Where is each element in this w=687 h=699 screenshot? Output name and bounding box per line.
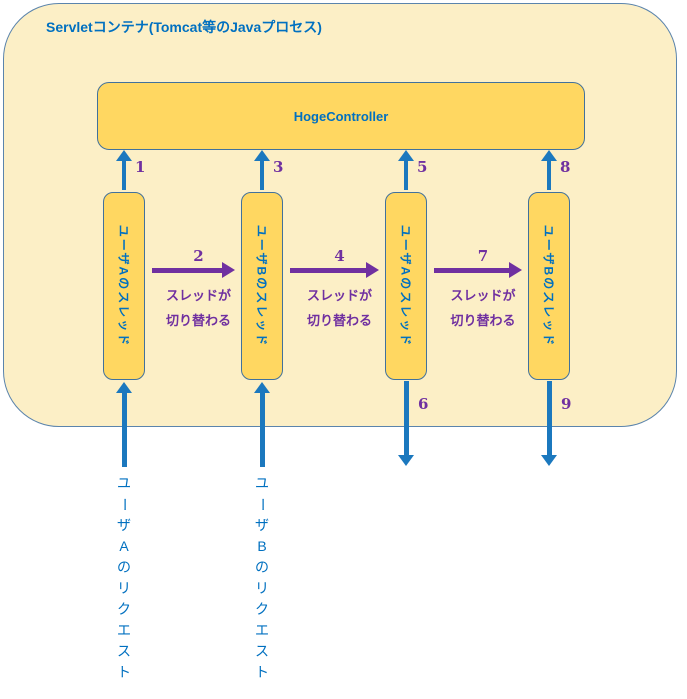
up-arrow-8-head xyxy=(541,150,557,161)
step-number-6: 6 xyxy=(418,395,429,413)
thread-switch-label-line: スレッドが xyxy=(450,288,516,303)
thread-switch-arrow-shaft xyxy=(434,267,510,273)
step-number-9: 9 xyxy=(561,395,572,413)
up-arrow-1-shaft xyxy=(122,159,126,190)
request-arrow-in-1-head xyxy=(116,382,132,393)
response-arrow-out-6 xyxy=(398,381,414,466)
request-label-char: エ xyxy=(117,622,131,638)
request-label-char: の xyxy=(117,559,131,575)
up-arrow-5 xyxy=(398,150,414,190)
hoge-controller-label: HogeController xyxy=(293,108,389,124)
thread-switch-arrow-shaft xyxy=(152,267,223,273)
thread-switch-arrow-head xyxy=(366,262,379,278)
thread-box-label: ユーザBのスレッド xyxy=(541,224,556,348)
thread-switch-arrow-head xyxy=(509,262,522,278)
hoge-controller-box: HogeController xyxy=(97,82,585,150)
request-label-char: ユ xyxy=(255,475,269,491)
thread-switch-label-line: スレッドが xyxy=(306,288,373,303)
up-arrow-8-shaft xyxy=(547,159,551,190)
up-arrow-5-head xyxy=(398,150,414,161)
thread-switch-label: スレッドが切り替わる xyxy=(307,283,372,333)
response-arrow-out-6-head xyxy=(398,455,414,466)
step-number-3: 3 xyxy=(273,158,284,176)
request-label-char: ク xyxy=(117,601,131,617)
up-arrow-3-shaft xyxy=(260,159,264,190)
response-arrow-out-9-shaft xyxy=(546,381,552,457)
request-label-char: ス xyxy=(255,643,269,659)
request-label-char: エ xyxy=(255,622,269,638)
thread-switch-arrow-2 xyxy=(152,262,235,278)
thread-switch-label: スレッドが切り替わる xyxy=(166,283,231,333)
up-arrow-5-shaft xyxy=(404,159,408,190)
request-arrow-in-2-head xyxy=(254,382,270,393)
request-label-char: ー xyxy=(254,497,271,512)
thread-box-label: ユーザAのスレッド xyxy=(398,224,413,348)
thread-box-2: ユーザBのスレッド xyxy=(241,192,283,380)
request-label-char: ク xyxy=(255,601,269,617)
request-label-char: ザ xyxy=(117,517,131,533)
request-label-char: ー xyxy=(116,497,133,512)
thread-box-label: ユーザAのスレッド xyxy=(116,224,131,348)
request-label-char: ト xyxy=(117,664,131,680)
step-number-4: 4 xyxy=(334,247,345,265)
request-label-char: ト xyxy=(255,664,269,680)
step-number-7: 7 xyxy=(477,247,489,265)
thread-switch-label: スレッドが切り替わる xyxy=(450,283,515,333)
thread-box-1: ユーザAのスレッド xyxy=(103,192,145,380)
response-arrow-out-9 xyxy=(541,381,557,466)
request-label-char: リ xyxy=(117,580,131,596)
response-arrow-out-6-shaft xyxy=(403,381,409,457)
request-label-char: の xyxy=(255,559,269,575)
thread-switch-arrow-head xyxy=(222,262,235,278)
thread-switch-label-line: スレッドが xyxy=(165,288,232,303)
request-label-char: A xyxy=(119,538,129,554)
up-arrow-1-head xyxy=(116,150,132,161)
request-arrow-in-1-shaft xyxy=(121,391,127,467)
request-arrow-in-2 xyxy=(254,382,270,467)
request-label-char: リ xyxy=(255,580,269,596)
thread-box-label: ユーザBのスレッド xyxy=(254,224,269,348)
thread-switch-arrow-shaft xyxy=(290,267,367,273)
thread-switch-arrow-7 xyxy=(434,262,522,278)
request-arrow-in-1 xyxy=(116,382,132,467)
response-arrow-out-9-head xyxy=(541,455,557,466)
request-label-char: ユ xyxy=(117,475,131,491)
step-number-8: 8 xyxy=(560,158,571,176)
thread-switch-label-line: 切り替わる xyxy=(450,313,516,328)
thread-switch-arrow-4 xyxy=(290,262,379,278)
up-arrow-1 xyxy=(116,150,132,190)
step-number-2: 2 xyxy=(193,247,204,265)
step-number-5: 5 xyxy=(417,158,428,176)
request-label-char: ス xyxy=(117,643,131,659)
request-label-char: B xyxy=(257,538,267,554)
step-number-1: 1 xyxy=(135,158,146,176)
servlet-container-title: Servletコンテナ(Tomcat等のJavaプロセス) xyxy=(46,19,322,35)
up-arrow-3-head xyxy=(254,150,270,161)
thread-switch-label-line: 切り替わる xyxy=(306,313,373,328)
thread-switch-label-line: 切り替わる xyxy=(165,313,232,328)
thread-box-3: ユーザAのスレッド xyxy=(385,192,427,380)
thread-box-4: ユーザBのスレッド xyxy=(528,192,570,380)
request-arrow-in-2-shaft xyxy=(259,391,265,467)
request-label-char: ザ xyxy=(255,517,269,533)
up-arrow-3 xyxy=(254,150,270,190)
up-arrow-8 xyxy=(541,150,557,190)
